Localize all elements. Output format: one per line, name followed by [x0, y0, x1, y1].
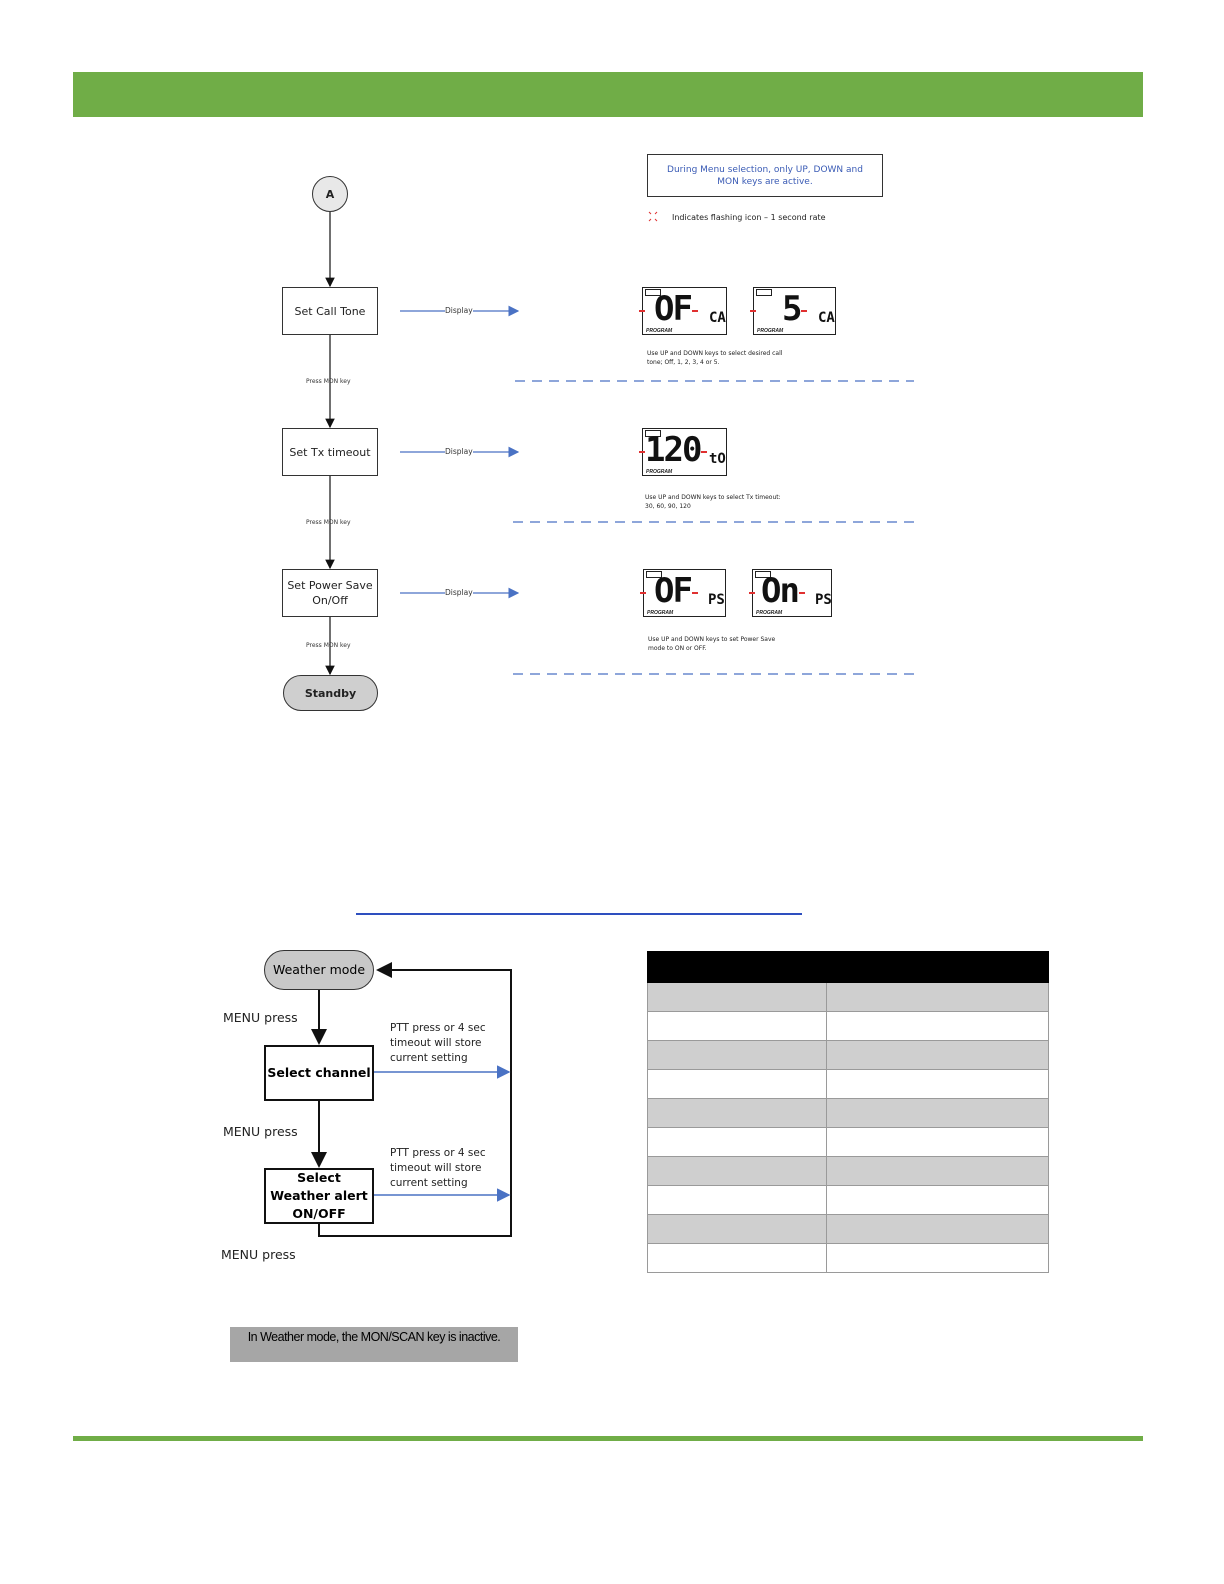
select-weather-alert-node: Select Weather alert ON/OFF — [264, 1168, 374, 1224]
lcd-suffix: CA — [709, 310, 726, 326]
flash-mark-icon — [692, 592, 698, 594]
table-row — [647, 1185, 1049, 1215]
table-row — [647, 1243, 1049, 1273]
lcd-mini-icon — [756, 289, 772, 296]
menu-press-label: MENU press — [223, 1010, 298, 1025]
lcd-program-label: PROGRAM — [647, 610, 674, 616]
menu-press-label: MENU press — [221, 1247, 296, 1262]
transition-label: Press MON key — [306, 378, 351, 385]
select-channel-node: Select channel — [264, 1045, 374, 1101]
flash-mark-icon — [639, 451, 645, 453]
menu-keys-note: During Menu selection, only UP, DOWN and… — [647, 154, 883, 197]
weather-mode-node: Weather mode — [264, 950, 374, 990]
step-set-power-save: Set Power Save On/Off — [282, 569, 378, 617]
step-set-call-tone: Set Call Tone — [282, 287, 378, 335]
flash-mark-icon — [692, 310, 698, 312]
lcd-suffix: PS — [708, 592, 725, 608]
lcd-program-label: PROGRAM — [646, 328, 673, 334]
flash-mark-icon — [801, 310, 807, 312]
ptt-store-note: PTT press or 4 sec timeout will store cu… — [390, 1022, 486, 1064]
flash-mark-icon — [749, 592, 755, 594]
table-row — [647, 1011, 1049, 1041]
weather-mode-note: In Weather mode, the MON/SCAN key is ina… — [230, 1327, 518, 1362]
step-set-tx-timeout: Set Tx timeout — [282, 428, 378, 476]
table-row — [647, 1098, 1049, 1128]
lcd-power-save-on: On PS PROGRAM — [749, 569, 832, 617]
table-row — [647, 1040, 1049, 1070]
lcd-call-tone-off: OF CA PROGRAM — [639, 287, 727, 335]
lcd-mini-icon — [755, 571, 771, 578]
lcd-power-save-off: OF PS PROGRAM — [640, 569, 726, 617]
lcd-suffix: CA — [818, 310, 835, 326]
end-node-standby: Standby — [283, 675, 378, 711]
lcd-program-label: PROGRAM — [646, 469, 673, 475]
lcd-program-label: PROGRAM — [757, 328, 784, 334]
tx-timeout-note: Use UP and DOWN keys to select Tx timeou… — [645, 494, 781, 510]
lcd-value: On — [761, 571, 800, 611]
table-row — [647, 1069, 1049, 1099]
table-row — [647, 1156, 1049, 1186]
table-row — [647, 982, 1049, 1012]
call-tone-note: Use UP and DOWN keys to select desired c… — [647, 350, 783, 366]
power-save-note: Use UP and DOWN keys to set Power Save m… — [648, 636, 776, 652]
table-row — [647, 1214, 1049, 1244]
transition-label: Press MON key — [306, 642, 351, 649]
section-rule — [356, 913, 802, 915]
table-row — [647, 1127, 1049, 1157]
flash-mark-icon — [640, 592, 646, 594]
start-node-a: A — [312, 176, 348, 212]
key-function-table — [647, 951, 1049, 1273]
lcd-tx-timeout: 120 tO PROGRAM — [639, 428, 727, 476]
lcd-call-tone-5: 5 CA PROGRAM — [750, 287, 836, 335]
transition-label: Press MON key — [306, 519, 351, 526]
lcd-mini-icon — [645, 289, 661, 296]
lcd-value: 120 — [645, 430, 702, 470]
lcd-mini-icon — [646, 571, 662, 578]
flash-mark-icon — [701, 451, 707, 453]
flash-mark-icon — [799, 592, 805, 594]
flash-mark-icon — [639, 310, 645, 312]
lcd-value: OF — [654, 289, 693, 329]
display-arrow-label: Display — [445, 588, 473, 597]
lcd-suffix: PS — [815, 592, 832, 608]
display-arrow-label: Display — [445, 447, 473, 456]
lcd-value: OF — [654, 571, 693, 611]
flash-mark-icon — [750, 310, 756, 312]
header-bar — [73, 72, 1143, 117]
lcd-suffix: tO — [709, 451, 726, 467]
lcd-program-label: PROGRAM — [756, 610, 783, 616]
flashing-icon-note: Indicates flashing icon – 1 second rate — [672, 213, 826, 222]
lcd-value: 5 — [782, 289, 803, 329]
ptt-store-note: PTT press or 4 sec timeout will store cu… — [390, 1147, 486, 1189]
table-header-row — [647, 951, 1049, 983]
display-arrow-label: Display — [445, 306, 473, 315]
footer-rule — [73, 1436, 1143, 1441]
lcd-mini-icon — [645, 430, 661, 437]
menu-press-label: MENU press — [223, 1124, 298, 1139]
